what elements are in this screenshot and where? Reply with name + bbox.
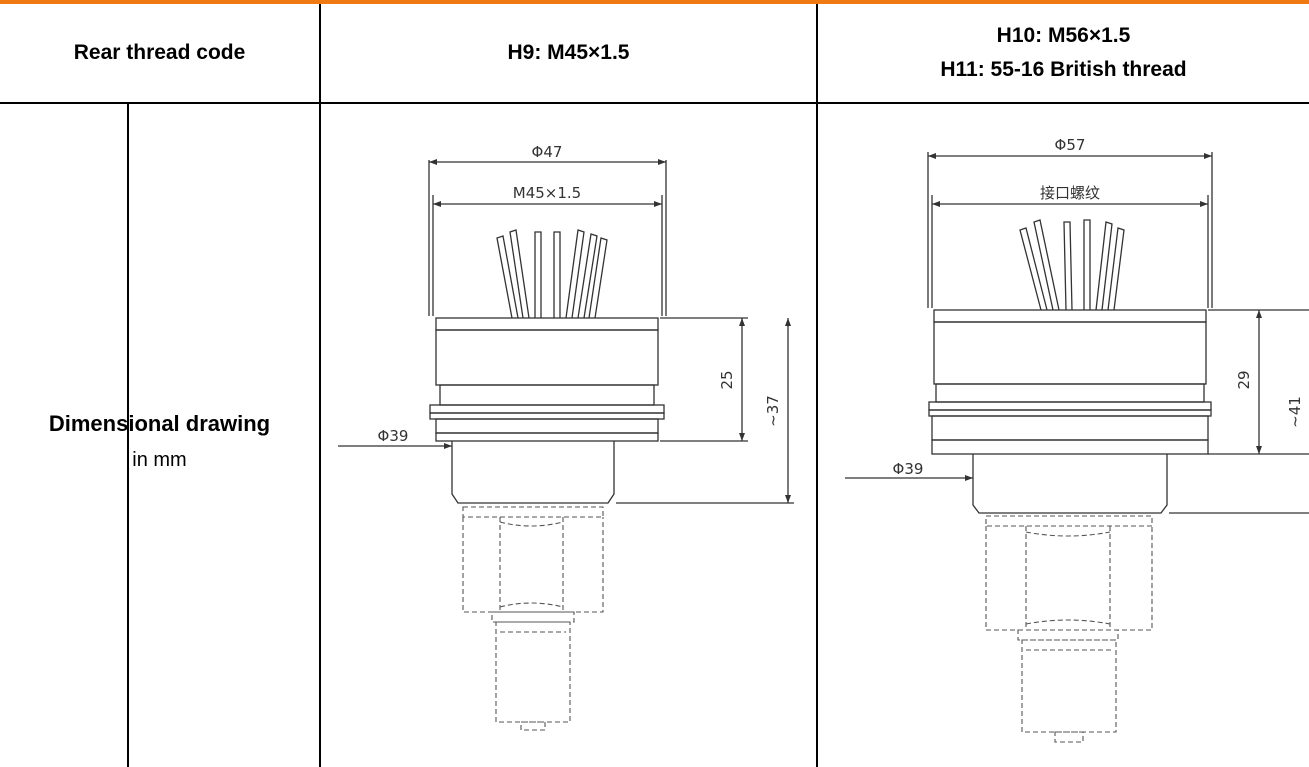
header-col3-line2: H11: 55-16 British thread xyxy=(940,58,1187,81)
header-col1-text: Rear thread code xyxy=(73,41,246,64)
dim-thread-h10: 接口螺纹 xyxy=(1040,184,1100,202)
header-col2-text: H9: M45×1.5 xyxy=(507,41,630,64)
orange-top-bar xyxy=(0,0,1309,4)
drawing-h10-h11: Φ57 接口螺纹 29 ~41 Φ39 xyxy=(845,136,1309,743)
dim-thread-h9: M45×1.5 xyxy=(513,184,581,202)
drawing-h9: Φ47 M45×1.5 25 ~37 Φ39 xyxy=(338,143,794,731)
dim-outer-diameter-h10: Φ57 xyxy=(1055,136,1086,154)
row-label-unit: in mm xyxy=(132,448,187,471)
dim-height-h10: 29 xyxy=(1235,370,1253,389)
row-label-dimensional-drawing: Dimensional drawing in mm xyxy=(0,104,319,767)
header-col3-line1: H10: M56×1.5 xyxy=(996,24,1131,47)
dim-total-h9: ~37 xyxy=(764,395,782,427)
column-divider-1 xyxy=(319,4,321,767)
column-divider-2 xyxy=(816,4,818,767)
row-label-title: Dimensional drawing xyxy=(48,410,271,436)
header-rear-thread-code: Rear thread code xyxy=(0,4,319,102)
header-h9: H9: M45×1.5 xyxy=(321,4,816,102)
dim-outer-diameter-h9: Φ47 xyxy=(532,143,563,161)
dim-small-diameter-h9: Φ39 xyxy=(378,427,409,445)
table-left-border xyxy=(127,102,129,767)
header-divider xyxy=(0,102,1309,104)
dim-height-h9: 25 xyxy=(718,370,736,389)
dim-total-h10: ~41 xyxy=(1286,396,1304,428)
header-h10-h11: H10: M56×1.5 H11: 55-16 British thread xyxy=(818,4,1309,102)
dim-small-diameter-h10: Φ39 xyxy=(893,460,924,478)
